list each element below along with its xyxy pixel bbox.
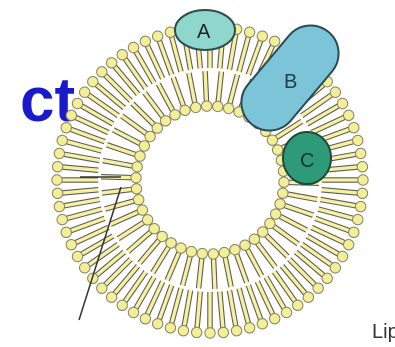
phospholipid [320,197,366,211]
phospholipid [321,188,367,199]
phospholipid [227,290,241,336]
phospholipid [52,188,98,199]
phospholipid [191,291,202,337]
phospholipid [218,291,229,337]
phospholipid [101,173,141,183]
phospholipid [128,42,156,84]
phospholipid [196,248,207,288]
phospholipid [52,161,98,172]
phospholipid [213,71,224,111]
phospholipid [208,249,218,289]
phospholipid [128,276,156,318]
lipid-label: Lipid [372,321,395,343]
protein-c-label: C [300,150,314,172]
phospholipid [178,290,192,336]
protein-c: C [283,132,331,184]
protein-b-label: B [284,71,297,93]
phospholipid [54,197,100,211]
phospholipid [306,98,348,126]
phospholipid [306,234,348,262]
phospholipid [322,175,368,185]
phospholipid [54,148,100,162]
phospholipid [205,292,215,338]
phospholipid [201,71,211,111]
protein-a: A [175,10,235,50]
protein-a-label: A [197,21,211,43]
phospholipid [102,184,142,196]
phospholipid [72,234,114,262]
phospholipid [72,98,114,126]
phospholipid [264,276,292,318]
